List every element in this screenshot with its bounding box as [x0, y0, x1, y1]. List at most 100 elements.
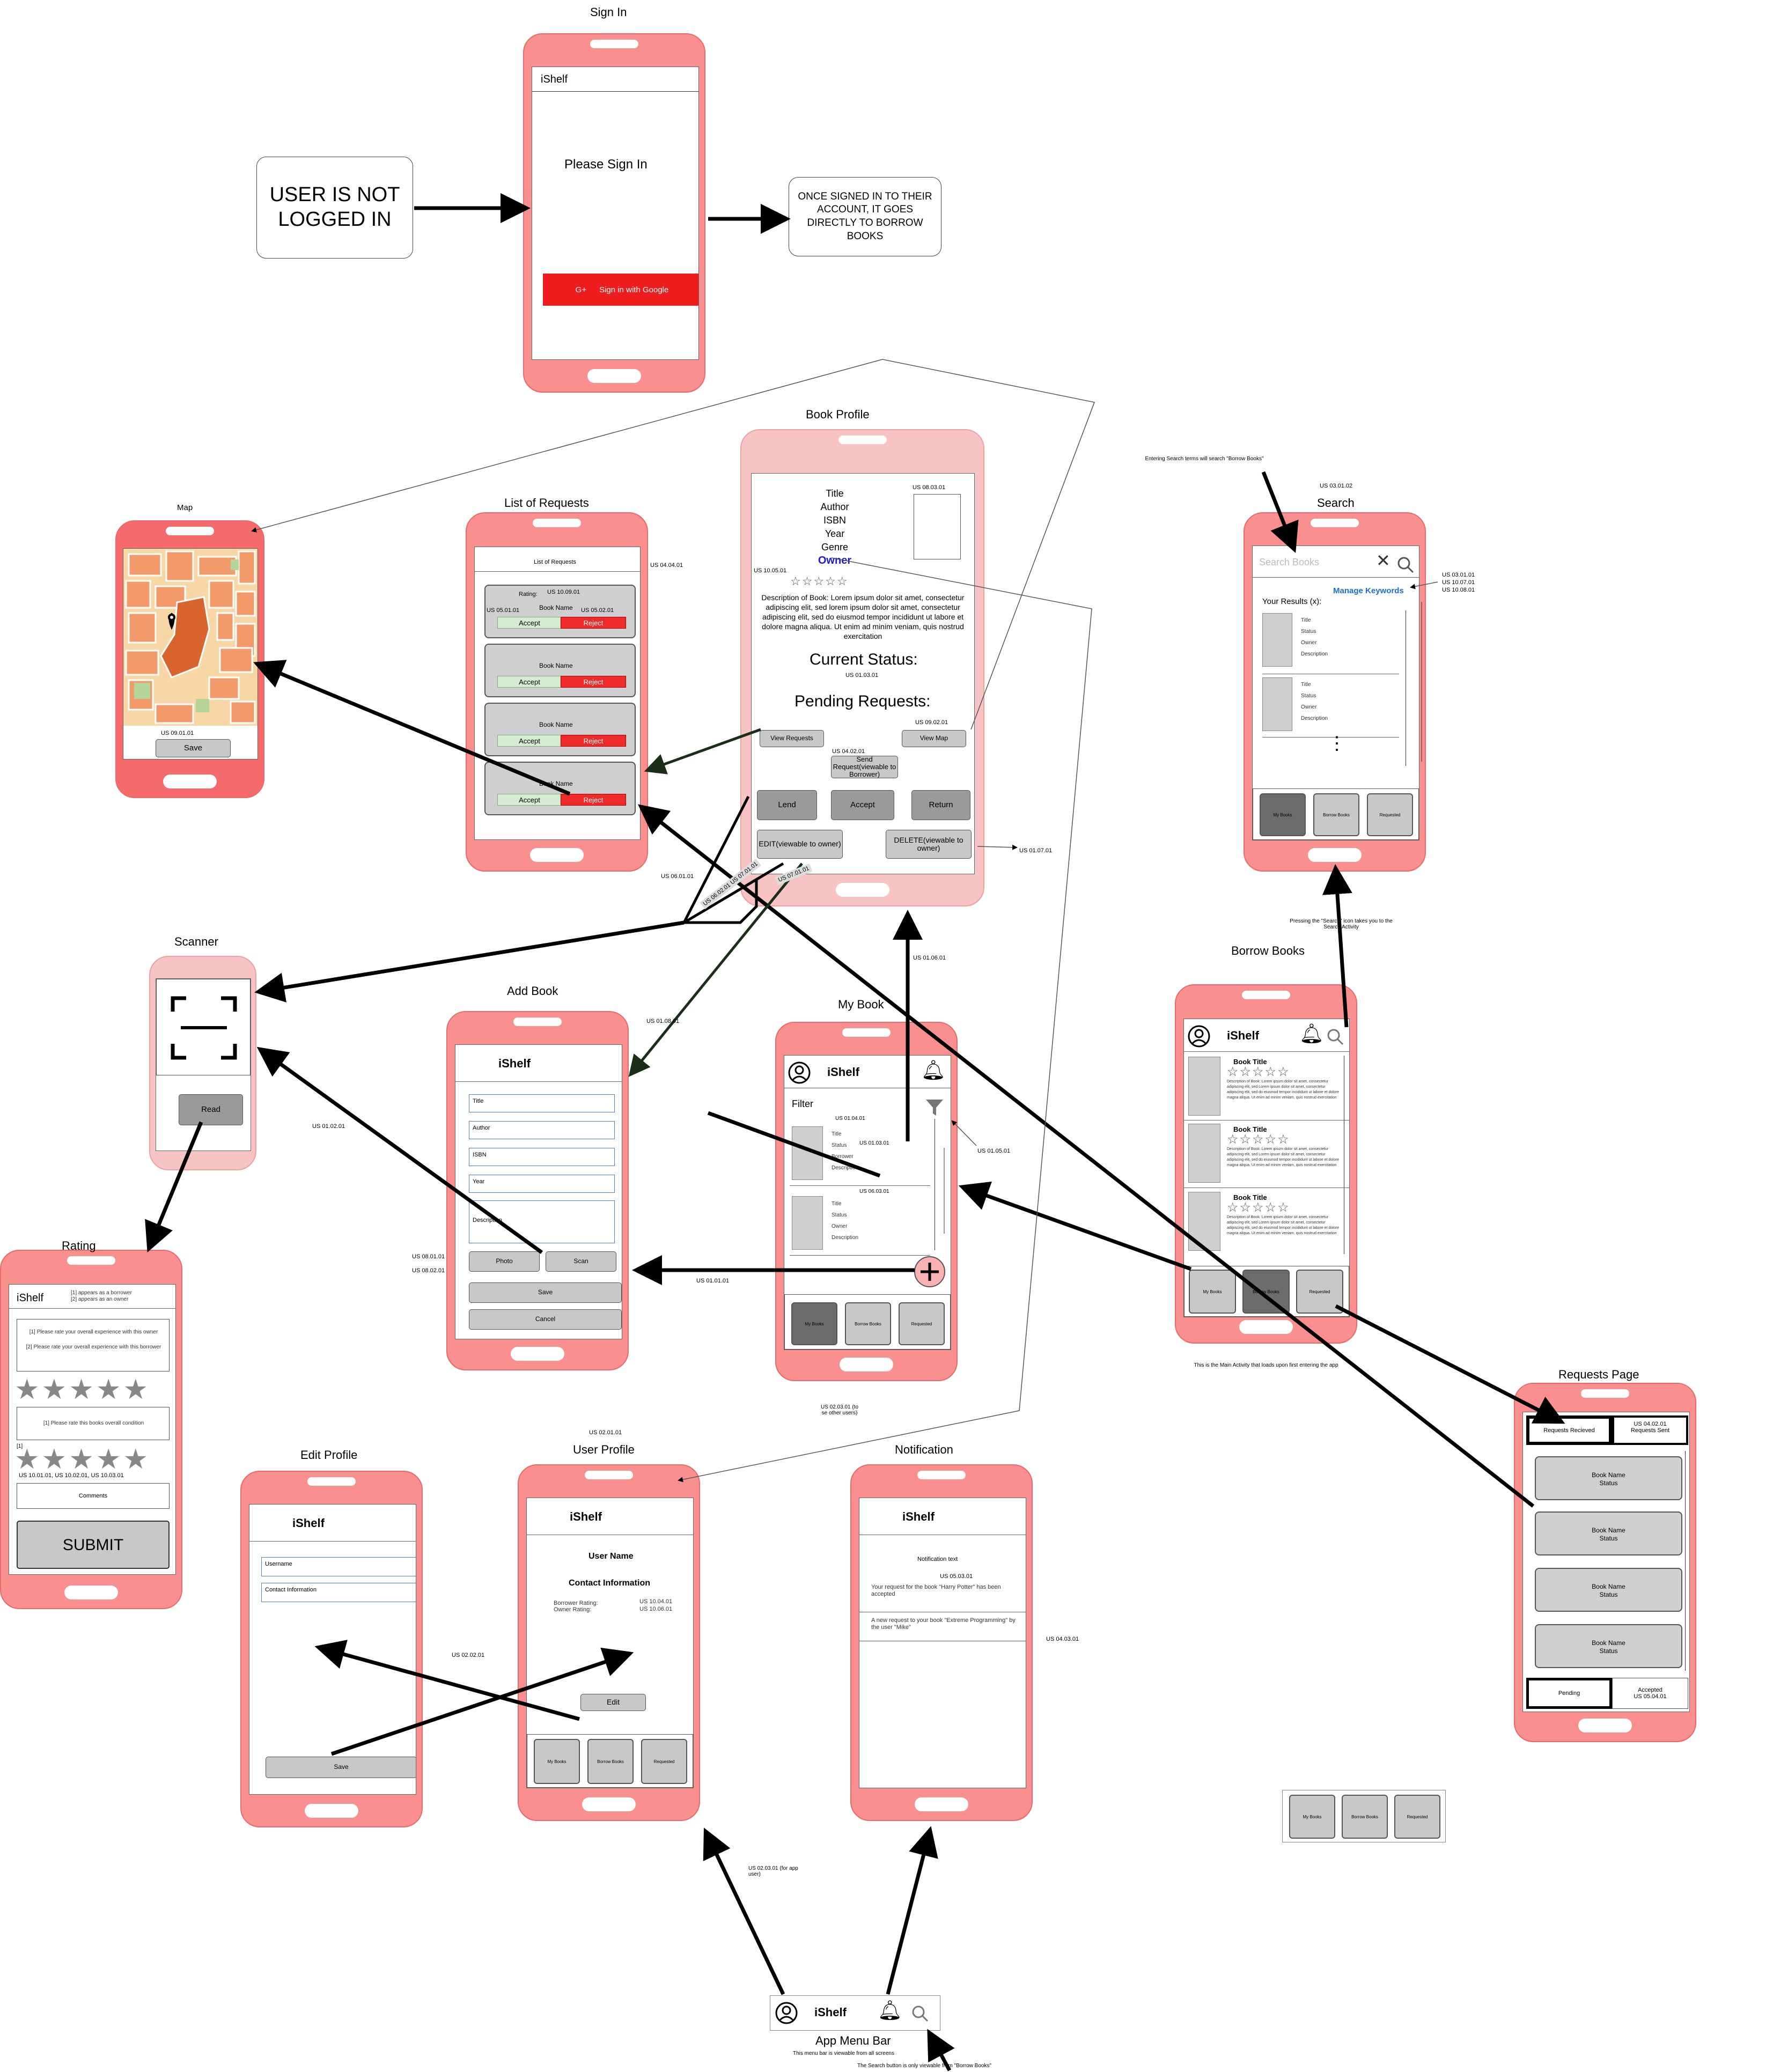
reject-button[interactable]: Reject: [561, 794, 626, 806]
bell-icon[interactable]: 🔔︎: [878, 1999, 902, 2021]
isbn-field[interactable]: ISBN: [469, 1148, 615, 1166]
filter-label[interactable]: Filter: [792, 1098, 813, 1109]
condition-stars[interactable]: ★★★★★: [14, 1444, 151, 1475]
accept-button[interactable]: Accept: [497, 617, 562, 629]
profile-icon[interactable]: [775, 2001, 798, 2025]
edit-profile-screen: iShelf Username Contact Information Save: [249, 1504, 416, 1795]
filter-funnel-icon[interactable]: [925, 1098, 944, 1117]
delete-book-button[interactable]: DELETE(viewable to owner): [886, 830, 972, 859]
bell-icon[interactable]: 🔔︎: [921, 1059, 946, 1081]
return-button[interactable]: Return: [911, 790, 970, 820]
reject-button[interactable]: Reject: [561, 617, 626, 629]
accept-button[interactable]: Accept: [497, 676, 562, 688]
google-sign-in-button[interactable]: G+ Sign in with Google: [543, 274, 698, 306]
read-button[interactable]: Read: [179, 1094, 243, 1125]
year-field[interactable]: Year: [469, 1175, 615, 1193]
search-icon[interactable]: [1326, 1028, 1344, 1046]
cancel-button[interactable]: Cancel: [469, 1309, 622, 1330]
scan-button[interactable]: Scan: [546, 1251, 616, 1272]
profile-icon[interactable]: [1187, 1024, 1211, 1048]
search-icon[interactable]: [1396, 556, 1415, 574]
photo-button[interactable]: Photo: [469, 1251, 540, 1272]
search-icon[interactable]: [911, 2004, 929, 2023]
map-view[interactable]: [123, 549, 258, 726]
request-card[interactable]: Book Name Accept Reject: [484, 703, 636, 756]
tab-requested[interactable]: Requested: [1394, 1795, 1440, 1839]
description-field[interactable]: Description: [469, 1200, 615, 1243]
view-map-button[interactable]: View Map: [902, 730, 966, 747]
notification-item[interactable]: A new request to your book "Extreme Prog…: [871, 1617, 1016, 1631]
submit-button[interactable]: SUBMIT: [17, 1521, 170, 1569]
reject-button[interactable]: Reject: [561, 676, 626, 688]
tab-requested[interactable]: Requested: [1296, 1270, 1343, 1314]
arrow-menu-to-user-profile: [703, 1827, 785, 1995]
tab-my-books[interactable]: My Books: [534, 1739, 580, 1784]
tab-pending[interactable]: Pending: [1526, 1678, 1612, 1709]
contact-field[interactable]: Contact Information: [261, 1583, 416, 1602]
bell-icon[interactable]: 🔔︎: [1299, 1022, 1324, 1044]
profile-icon[interactable]: [788, 1061, 811, 1085]
edit-book-button[interactable]: EDIT(viewable to owner): [757, 830, 843, 859]
accept-button[interactable]: Accept: [831, 790, 894, 820]
accept-button[interactable]: Accept: [497, 794, 562, 806]
tab-borrow-books[interactable]: Borrow Books: [1342, 1795, 1388, 1839]
author-field[interactable]: Author: [469, 1121, 615, 1139]
view-requests-button[interactable]: View Requests: [760, 730, 824, 747]
request-card[interactable]: Rating: US 10.09.01 US 05.01.01 US 05.02…: [484, 585, 636, 638]
bottom-tab-bar: My Books Borrow Books Requested: [1184, 1266, 1349, 1317]
tab-requests-received[interactable]: Requests Recieved: [1526, 1415, 1612, 1445]
edit-profile-button[interactable]: Edit: [580, 1694, 646, 1711]
add-book-fab-icon[interactable]: [913, 1255, 946, 1288]
user-profile-us-top: US 02.01.01: [589, 1429, 622, 1436]
book-owner-link[interactable]: Owner: [818, 555, 852, 566]
tab-requested[interactable]: Requested: [899, 1302, 945, 1345]
send-request-button[interactable]: Send Request(viewable to Borrower): [831, 755, 898, 778]
username-field[interactable]: Username: [261, 1557, 416, 1576]
request-card[interactable]: Book Name Accept Reject: [484, 762, 636, 815]
reject-button[interactable]: Reject: [561, 735, 626, 747]
tab-borrow-books[interactable]: Borrow Books: [1313, 793, 1359, 836]
tab-borrow-books[interactable]: Borrow Books: [1242, 1270, 1290, 1314]
manage-keywords-link[interactable]: Manage Keywords: [1333, 586, 1404, 595]
map-save-button[interactable]: Save: [156, 739, 231, 757]
borrow-books-screen: iShelf 🔔︎ Book Title ☆☆☆☆☆ Description o…: [1183, 1019, 1350, 1317]
user-profile-phone: iShelf User Name Contact Information Bor…: [518, 1464, 700, 1821]
accept-button[interactable]: Accept: [497, 735, 562, 747]
tab-my-books[interactable]: My Books: [1260, 793, 1306, 836]
user-name: User Name: [588, 1552, 634, 1561]
save-button[interactable]: Save: [469, 1282, 622, 1303]
request-card[interactable]: Book Name Accept Reject: [484, 644, 636, 697]
tab-borrow-books[interactable]: Borrow Books: [845, 1302, 891, 1345]
tab-my-books[interactable]: My Books: [1289, 1795, 1335, 1839]
save-button[interactable]: Save: [266, 1757, 416, 1778]
tab-requested[interactable]: Requested: [641, 1739, 687, 1784]
tab-my-books[interactable]: My Books: [1189, 1270, 1236, 1314]
scan-frame-icon: [171, 996, 237, 1060]
notification-us-side: US 04.03.01: [1046, 1636, 1079, 1642]
title-field[interactable]: Title: [469, 1094, 615, 1112]
tab-my-books[interactable]: My Books: [791, 1302, 837, 1345]
close-icon[interactable]: ✕: [1376, 551, 1391, 570]
arrow-to-scanner: [254, 920, 685, 1002]
tab-requested[interactable]: Requested: [1367, 793, 1413, 836]
results-label: Your Results (x):: [1262, 597, 1322, 606]
list-requests-us-side: US 04.04.01: [650, 562, 683, 569]
notification-item[interactable]: Your request for the book "Harry Potter"…: [871, 1584, 1001, 1597]
tab-borrow-books[interactable]: Borrow Books: [587, 1739, 634, 1784]
camera-view: [156, 979, 251, 1075]
experience-stars[interactable]: ★★★★★: [14, 1374, 151, 1405]
lend-button[interactable]: Lend: [757, 790, 817, 820]
scanner-phone: Read: [149, 956, 256, 1170]
search-input[interactable]: Search Books: [1259, 557, 1320, 567]
comments-field[interactable]: Comments: [17, 1483, 170, 1509]
